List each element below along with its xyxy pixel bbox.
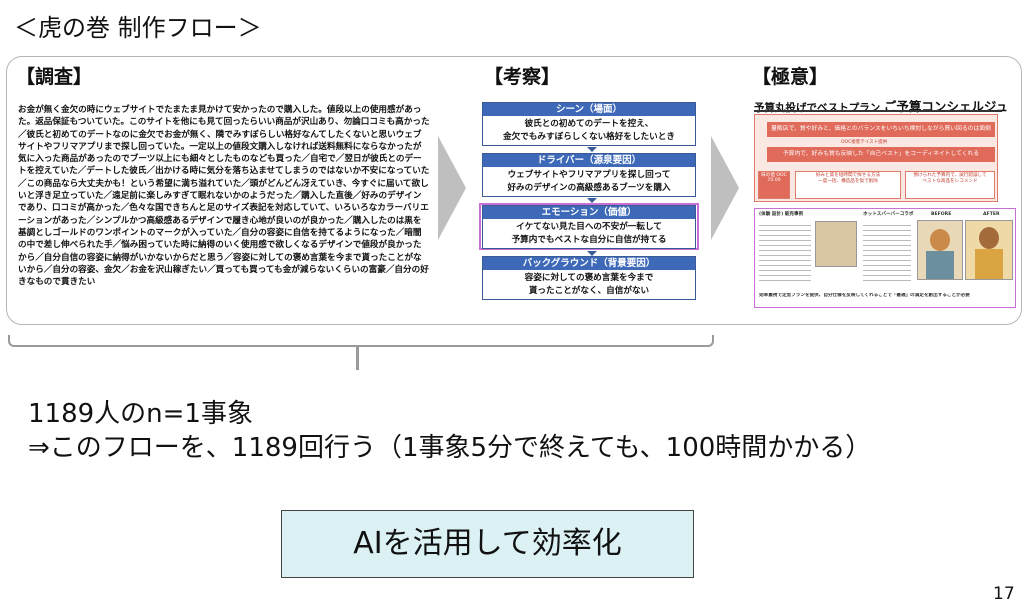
thumbnail-title: 予算丸投げでベストプラン ご予算コンシェルジュ: [754, 96, 1008, 115]
emotion-highlight-frame: [479, 203, 699, 250]
thumbnail-box-right-line: ベストな商品をレコメンド: [922, 179, 978, 184]
flow-driver-line: ウェブサイトやフリマアプリを探し回って: [507, 170, 671, 180]
flow-background-line: 容姿に対しての褒め言葉を今まで: [524, 273, 654, 283]
thumbnail-box-right-line: 預けられた予算内で、試行錯誤して: [913, 173, 987, 178]
flow-emotion-line: 予算内でもベストな自分に自信が持てる: [511, 234, 667, 245]
down-arrow-icon: [587, 147, 597, 152]
brace-bracket: [8, 335, 714, 347]
thumbnail-box-mid-line: 一度一括、構造品を仮で削除: [818, 179, 878, 184]
thumbnail-before-label: BEFORE: [931, 212, 952, 217]
thumbnail-box-left-line: 70.00: [767, 178, 781, 183]
thumbnail-before-illustration: [917, 220, 963, 280]
thumbnail-footer: 効率重視で定型プランを提供、自分仕様を反映してくれることで「最適」の満足を創出す…: [759, 293, 970, 298]
flow-emotion-head: エモーション（価値）: [483, 206, 695, 219]
thumbnail-label: OOC接客テイスト提供: [841, 140, 888, 145]
flow-emotion-line: イケてない見た目への不安が一転して: [516, 222, 662, 232]
thumbnail-box-left: 味の値 OOC 70.00: [758, 171, 790, 199]
thumbnail-box-left-line: 味の値 OOC: [761, 173, 787, 178]
thumbnail-bottom-panel: (体験 設計) 販売事例 ホットスバーバーコラボ BEFORE AFTER 効率…: [754, 208, 1016, 308]
flow-driver: ドライバー（源泉要因） ウェブサイトやフリマアプリを探し回って 好みのデザインの…: [482, 153, 696, 197]
thumbnail-text-block: [863, 221, 911, 283]
down-arrow-icon: [587, 251, 597, 256]
page-number: 17: [993, 584, 1015, 604]
flow-driver-head: ドライバー（源泉要因）: [483, 154, 695, 167]
thumbnail-box-mid-line: 好みと質を短時間で探せる方法: [815, 173, 881, 178]
flow-emotion: エモーション（価値） イケてない見た目への不安が一転して 予算内でもベストな自分…: [482, 205, 696, 249]
thumbnail-box-mid: 好みと質を短時間で探せる方法 一度一括、構造品を仮で削除: [795, 171, 901, 199]
thumbnail-col2-head: ホットスバーバーコラボ: [863, 212, 914, 217]
flow-background: バックグラウンド（背景要因） 容姿に対しての褒め言葉を今まで 貰ったことがなく、…: [482, 256, 696, 300]
flow-scene-head: シーン（場面）: [483, 103, 695, 116]
essence-heading: 【極意】: [752, 66, 829, 88]
flow-background-head: バックグラウンド（背景要因）: [483, 257, 695, 270]
flow-background-line: 貰ったことがなく、自信がない: [528, 285, 650, 296]
summary-line-1: 1189人のn=1事象: [28, 399, 253, 429]
brace-tip: [356, 346, 359, 370]
thumbnail-box-right: 預けられた予算内で、試行錯誤して ベストな商品をレコメンド: [905, 171, 995, 199]
flow-scene-line: 金欠でもみすぼらしくない格好をしたいとき: [503, 131, 675, 142]
ai-efficiency-box: AIを活用して効率化: [281, 510, 694, 578]
down-arrow-icon: [587, 198, 597, 203]
flow-driver-line: 好みのデザインの高級感あるブーツを購入: [507, 182, 671, 193]
thumbnail-top-panel: 量販店で、質や好みと、価格とのバランスをいちいち検討しながら買い回るのは面倒 O…: [754, 114, 998, 202]
thumbnail-col1-head: (体験 設計) 販売事例: [759, 212, 804, 217]
flow-scene: シーン（場面） 彼氏との初めてのデートを控え、 金欠でもみすぼらしくない格好をし…: [482, 102, 696, 146]
summary-line-2: ⇒このフローを、1189回行う（1事象5分で終えても、100時間かかる）: [28, 433, 872, 463]
slide-title: ＜虎の巻 制作フロー＞: [14, 14, 262, 42]
thumbnail-after-label: AFTER: [983, 212, 1000, 217]
research-text: お金が無く金欠の時にウェブサイトでたまたま見かけて安かったので購入した。値段以上…: [18, 105, 430, 288]
thumbnail-after-illustration: [965, 220, 1013, 280]
analysis-heading: 【考察】: [484, 66, 561, 88]
essence-thumbnail: 予算丸投げでベストプラン ご予算コンシェルジュ 量販店で、質や好みと、価格とのバ…: [754, 96, 1016, 314]
arrow-right-icon: [438, 136, 466, 240]
flow-scene-line: 彼氏との初めてのデートを控え、: [524, 119, 654, 129]
thumbnail-photo: [815, 221, 857, 267]
research-heading: 【調査】: [16, 66, 93, 88]
arrow-right-icon: [711, 136, 739, 240]
thumbnail-text-block: [759, 221, 811, 283]
thumbnail-bar-problem: 量販店で、質や好みと、価格とのバランスをいちいち検討しながら買い回るのは面倒: [767, 122, 995, 137]
thumbnail-rule: [754, 110, 1002, 112]
thumbnail-title-prefix: 予算丸投げでベストプラン: [754, 102, 881, 114]
thumbnail-bar-solution: 予算内で、好みも質も反映した「自己ベスト」をコーディネイトしてくれる: [767, 147, 995, 162]
